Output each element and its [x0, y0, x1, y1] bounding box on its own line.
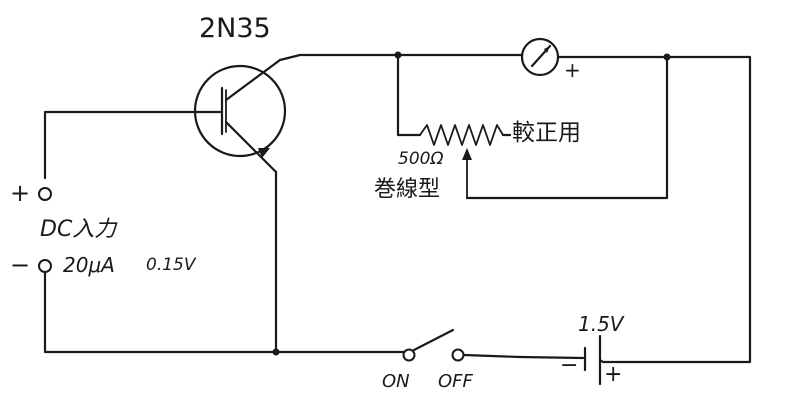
switch-on-label: ON — [382, 371, 410, 392]
switch-on-terminal — [402, 348, 416, 362]
transistor-collector-lead — [224, 58, 282, 102]
input-plus-terminal — [38, 187, 52, 201]
transistor-emitter-lead — [224, 120, 278, 174]
resistor-wiper-arrow — [462, 148, 472, 160]
battery-voltage-label: 1.5V — [578, 312, 624, 336]
switch-off-label: OFF — [438, 371, 473, 392]
meter-needle-tip — [544, 46, 550, 53]
battery-lead — [598, 358, 605, 364]
switch-lever — [412, 328, 455, 352]
wire-resistor-left — [396, 53, 422, 137]
wire-input-minus-to-switch — [43, 270, 406, 354]
input-label: DC入力 — [40, 217, 117, 242]
wire-switch-to-battery — [462, 353, 585, 360]
input-current-spec: 20μA — [63, 253, 115, 277]
wire-wiper-return — [465, 55, 669, 200]
meter-plus-mark: + — [564, 58, 581, 82]
resistor-type-label: 巻線型 — [374, 177, 441, 202]
switch-off-terminal — [451, 348, 465, 362]
input-plus-label: + — [10, 179, 31, 207]
battery-plus-mark: + — [604, 362, 623, 387]
input-voltage-spec: 0.15V — [146, 255, 196, 275]
transistor-symbol — [193, 58, 287, 174]
emitter-arrow — [258, 148, 270, 158]
wire-top-rail-right — [556, 55, 752, 364]
battery-minus-mark: − — [560, 353, 579, 378]
calibration-label: 較正用 — [512, 120, 581, 146]
wire-base-to-input-plus — [43, 110, 224, 180]
input-minus-label: − — [10, 251, 31, 279]
resistor-value-label: 500Ω — [398, 149, 444, 169]
wire-top-rail-left — [278, 53, 524, 62]
input-minus-terminal — [38, 259, 52, 273]
junction-emitter-bottom — [272, 348, 280, 356]
transistor-model-label: 2N35 — [199, 13, 271, 44]
resistor-zigzag — [419, 124, 504, 146]
